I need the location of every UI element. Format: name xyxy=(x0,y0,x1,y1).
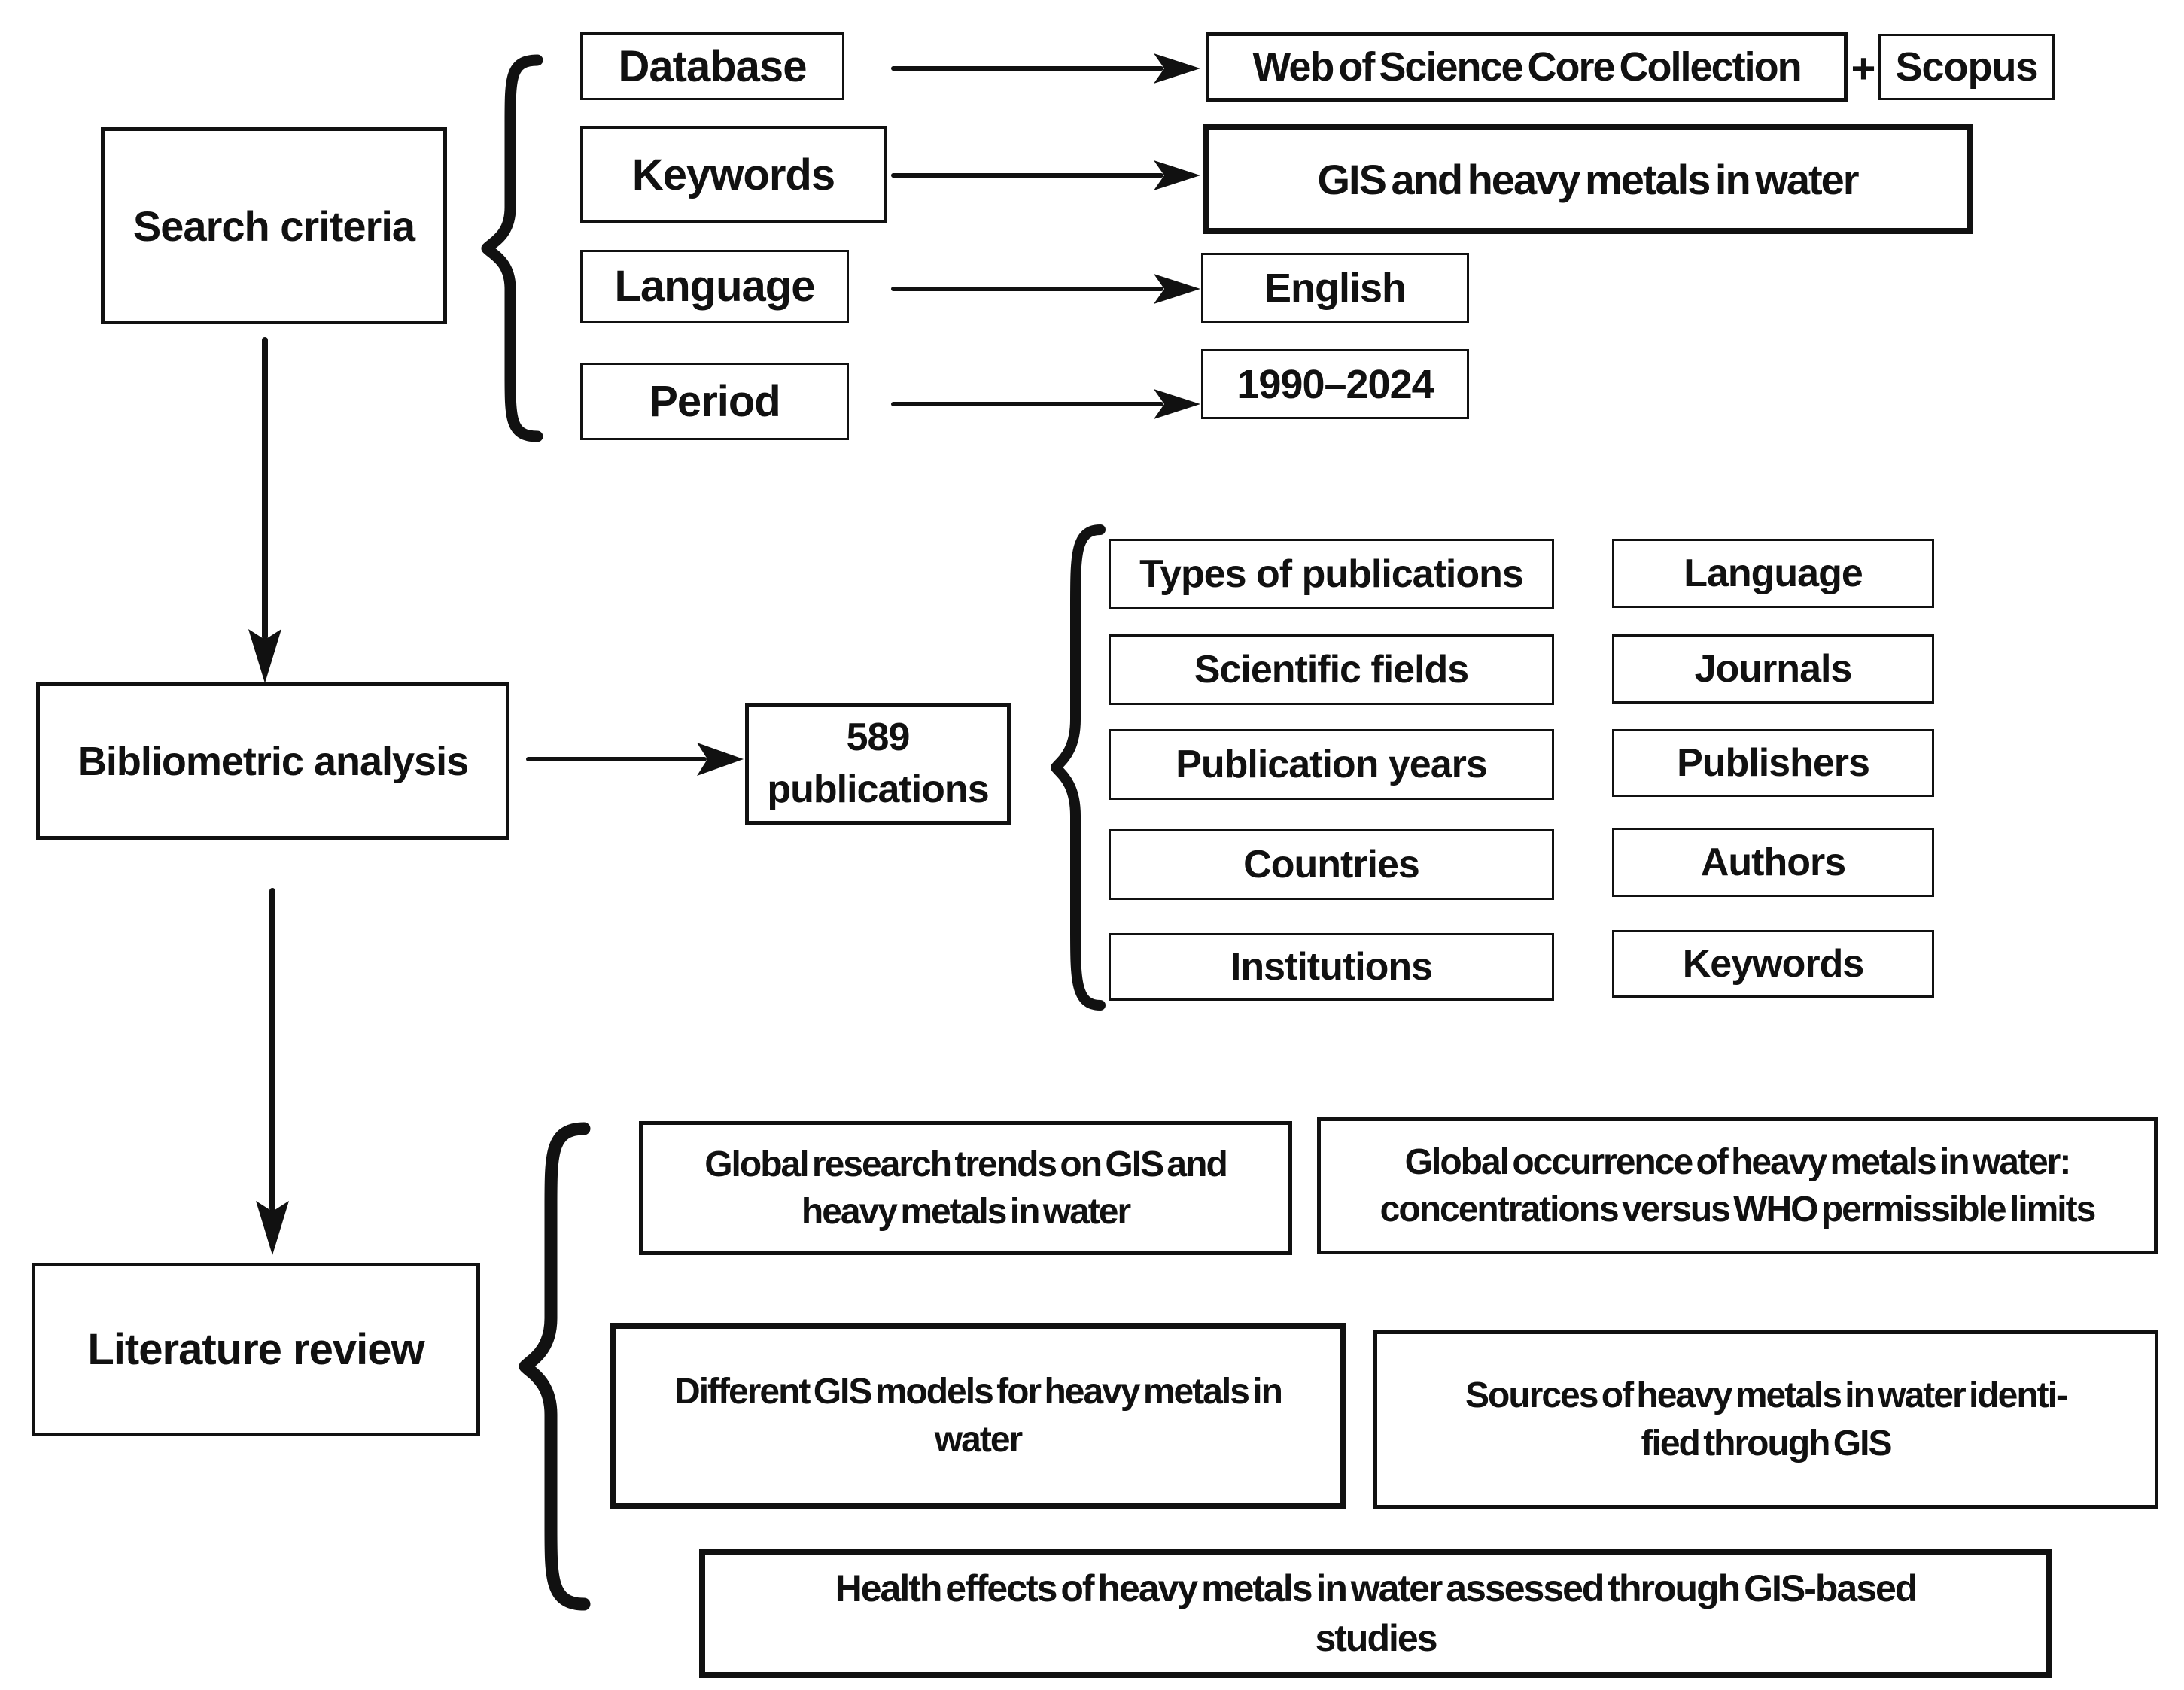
period-label-box: Period xyxy=(580,363,849,440)
topic-global-research-trends-box: Global research trends on GIS and heavy … xyxy=(639,1121,1292,1255)
aspect-types-of-publications-box: Types of publications xyxy=(1109,539,1554,609)
aspect-journals-box: Journals xyxy=(1612,634,1934,704)
aspect-publication-years-box: Publication years xyxy=(1109,729,1554,800)
aspect-authors-box: Authors xyxy=(1612,828,1934,897)
topic-gis-models-box: Different GIS models for heavy metals in… xyxy=(610,1323,1346,1509)
publications-count-unit: publications xyxy=(767,767,989,811)
arrow-right-icon xyxy=(891,274,1200,304)
topic-health-effects-box: Health effects of heavy metals in water … xyxy=(699,1549,2052,1678)
arrow-right-icon xyxy=(891,53,1200,84)
arrow-right-icon xyxy=(891,389,1200,419)
curly-brace-icon xyxy=(481,54,543,442)
plus-sign: + xyxy=(1851,44,1876,92)
aspect-language-box: Language xyxy=(1612,539,1934,608)
keywords-value-box: GIS and heavy metals in water xyxy=(1203,124,1973,234)
period-value-box: 1990–2024 xyxy=(1201,349,1469,419)
publications-count: 589 xyxy=(846,716,911,760)
search-criteria-box: Search criteria xyxy=(101,127,447,324)
aspect-scientific-fields-box: Scientific fields xyxy=(1109,634,1554,705)
topic-sources-box: Sources of heavy metals in water identi-… xyxy=(1373,1330,2158,1509)
aspect-countries-box: Countries xyxy=(1109,829,1554,900)
arrow-down-icon xyxy=(248,337,281,683)
language-value-box: English xyxy=(1201,253,1469,323)
literature-review-box: Literature review xyxy=(32,1263,480,1436)
keywords-label-box: Keywords xyxy=(580,126,887,223)
bibliometric-analysis-box: Bibliometric analysis xyxy=(36,682,509,840)
arrow-down-icon xyxy=(256,888,289,1255)
scopus-box: Scopus xyxy=(1878,34,2055,100)
database-value-box: Web of Science Core Collection xyxy=(1206,32,1848,102)
publications-count-box: 589 publications xyxy=(745,703,1011,825)
aspect-publishers-box: Publishers xyxy=(1612,729,1934,797)
search-criteria-label: Search criteria xyxy=(132,202,415,250)
aspect-keywords-box: Keywords xyxy=(1612,930,1934,998)
database-label-box: Database xyxy=(580,32,844,100)
topic-global-occurrence-box: Global occurrence of heavy metals in wat… xyxy=(1317,1117,2158,1254)
arrow-right-icon xyxy=(526,743,744,776)
curly-brace-icon xyxy=(519,1122,591,1611)
aspect-institutions-box: Institutions xyxy=(1109,933,1554,1001)
arrow-right-icon xyxy=(891,160,1200,190)
curly-brace-icon xyxy=(1051,524,1106,1011)
language-label-box: Language xyxy=(580,250,849,323)
